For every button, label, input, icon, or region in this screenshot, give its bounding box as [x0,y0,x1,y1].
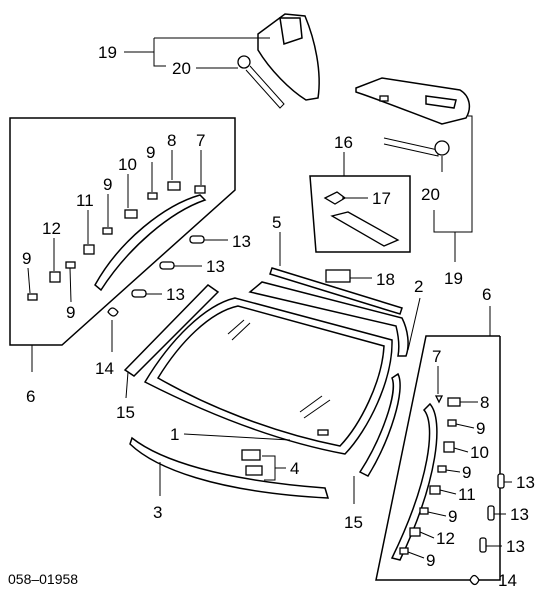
callout-8-right: 8 [480,393,489,412]
callout-3: 3 [153,503,162,522]
clip-part [189,235,205,244]
callout-10-right: 10 [470,443,489,462]
mirror-group: 16 17 [309,133,411,253]
spacers: 4 [241,449,299,481]
windshield-glass: 1 [143,297,393,455]
clip-part [487,505,495,521]
callout-9-a: 9 [146,143,155,162]
clip-part [65,261,76,269]
left-trim-group: 6 8 7 9 10 9 11 12 9 9 [9,117,236,406]
clip-part [429,485,441,495]
callout-19-top: 19 [98,43,117,62]
callout-6-right: 6 [482,285,491,304]
left-side-molding: 15 [116,284,220,422]
callout-8-left: 8 [167,131,176,150]
visor-hinge-part [237,55,251,69]
clip-part [131,289,147,298]
clip-part [443,441,455,453]
callout-9-e: 9 [476,419,485,438]
diagram-code: 058–01958 [8,571,78,587]
callout-7-left: 7 [196,131,205,150]
left-clips-13: 13 13 13 14 [95,232,251,378]
clip-part [102,227,113,235]
clip-part [447,419,457,427]
clip-part [479,537,487,553]
callout-14-right: 14 [498,571,517,590]
clip-part [497,473,505,489]
bracket-part [325,269,351,283]
clip-part [83,244,95,255]
callout-13-f: 13 [506,537,525,556]
callout-13-c: 13 [166,285,185,304]
callout-12-right: 12 [436,529,455,548]
clip-part [447,397,461,407]
sun-visor-left: 19 20 [98,13,320,109]
callout-5: 5 [272,213,281,232]
callout-11-left: 11 [76,191,94,210]
callout-20-right: 20 [421,185,440,204]
callout-13-a: 13 [232,232,251,251]
clip-part [147,192,158,200]
spacer-part [241,449,261,461]
callout-20-top: 20 [172,59,191,78]
upper-molding: 2 [248,277,423,357]
right-side-molding: 15 [344,372,401,532]
callout-15-right: 15 [344,513,363,532]
callout-4: 4 [290,459,299,478]
callout-2: 2 [414,277,423,296]
fastener-part [469,574,480,586]
callout-14-left: 14 [95,359,114,378]
clip-part [437,465,447,473]
callout-9-b: 9 [103,175,112,194]
mirror-bracket: 18 [325,269,395,289]
callout-19-right: 19 [444,269,463,288]
visor-hinge-part [434,140,450,156]
clip-part [167,181,181,191]
clip-part [434,395,444,404]
callout-7-right: 7 [432,347,441,366]
callout-18: 18 [376,270,395,289]
clip-part [49,271,61,283]
visor-clip-part [379,95,389,102]
callout-17: 17 [372,189,391,208]
callout-1: 1 [170,425,179,444]
clip-part [27,293,38,301]
callout-9-h: 9 [426,551,435,570]
callout-9-f: 9 [462,463,471,482]
callout-13-b: 13 [206,257,225,276]
callout-9-g: 9 [448,507,457,526]
sun-visor-right: 20 19 [355,77,473,288]
right-trim-group: 6 7 8 9 10 9 11 9 12 9 [375,285,501,581]
callout-16: 16 [334,133,353,152]
lower-molding: 3 [129,436,330,522]
callout-12-left: 12 [42,219,61,238]
clip-part [399,547,409,555]
clip-part [124,209,138,219]
sticker-part [317,429,329,436]
clip-part [194,185,206,194]
clip-part [419,507,429,515]
callout-13-d: 13 [516,473,535,492]
mirror-part [330,211,400,247]
right-clips-13: 13 13 13 14 [469,473,535,590]
callout-15-left: 15 [116,403,135,422]
fastener-part [107,307,119,317]
callout-10-left: 10 [118,155,137,174]
clip-part [159,261,175,270]
callout-6-left: 6 [26,387,35,406]
callout-9-d: 9 [66,303,75,322]
spacer-part [245,465,263,476]
callout-13-e: 13 [510,505,529,524]
clip-part [409,527,421,537]
roof-molding: 5 [269,213,403,315]
callout-9-c: 9 [22,249,31,268]
callout-11-right: 11 [458,485,476,504]
